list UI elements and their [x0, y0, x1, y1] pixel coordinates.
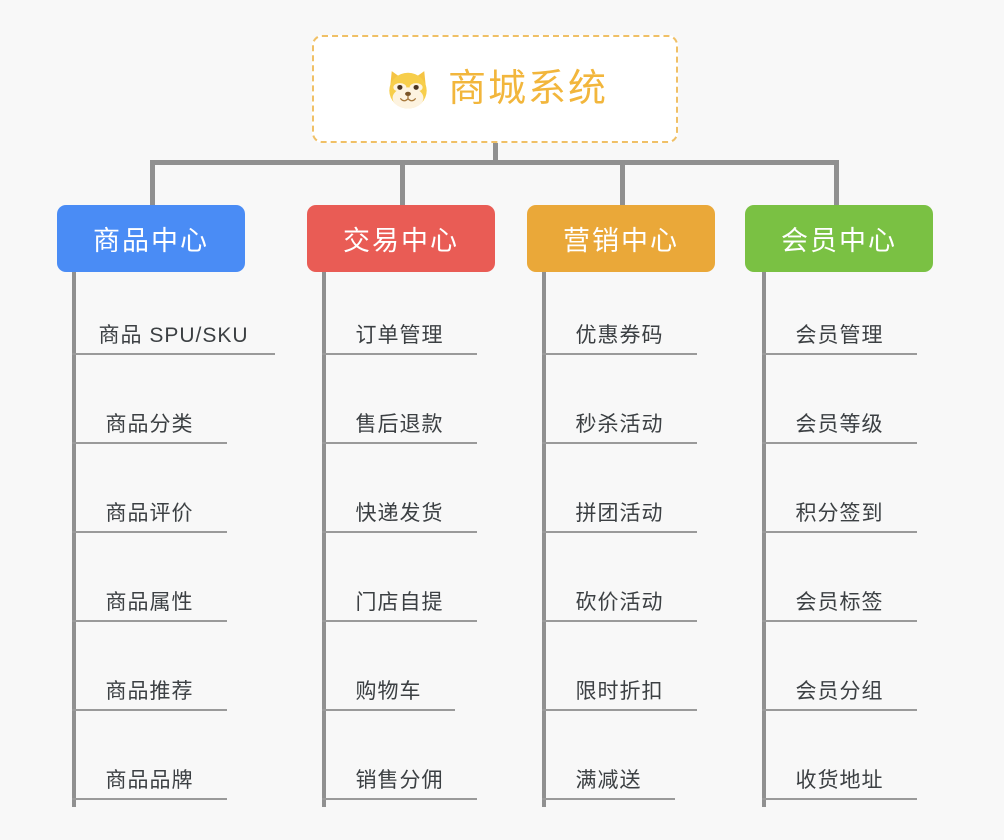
leaf-item-1-5[interactable]: 销售分佣 — [322, 754, 477, 800]
leaf-item-1-2[interactable]: 快递发货 — [322, 487, 477, 533]
leaf-label-2-1: 秒杀活动 — [575, 412, 664, 436]
leaf-label-3-3: 会员标签 — [795, 590, 884, 614]
leaf-label-2-3: 砍价活动 — [575, 590, 664, 614]
connector-horizontal-bar — [150, 160, 839, 165]
category-label-2: 营销中心 — [563, 226, 679, 256]
column-spine-3 — [762, 272, 766, 807]
leaf-item-1-3[interactable]: 门店自提 — [322, 576, 477, 622]
leaf-item-2-5[interactable]: 满减送 — [542, 754, 675, 800]
category-box-2[interactable]: 营销中心 — [527, 205, 715, 272]
leaf-label-0-0: 商品 SPU/SKU — [98, 323, 249, 347]
root-node-shop-system[interactable]: 商城系统 — [312, 35, 678, 143]
connector-drop-3 — [620, 160, 625, 206]
leaf-item-1-1[interactable]: 售后退款 — [322, 398, 477, 444]
leaf-label-0-4: 商品推荐 — [105, 679, 194, 703]
leaf-item-3-4[interactable]: 会员分组 — [762, 665, 917, 711]
leaf-item-0-5[interactable]: 商品品牌 — [72, 754, 227, 800]
leaf-label-1-1: 售后退款 — [355, 412, 444, 436]
root-title: 商城系统 — [447, 68, 608, 110]
leaf-label-3-2: 积分签到 — [795, 501, 884, 525]
category-box-0[interactable]: 商品中心 — [57, 205, 245, 272]
leaf-label-3-4: 会员分组 — [795, 679, 884, 703]
leaf-item-1-4[interactable]: 购物车 — [322, 665, 455, 711]
column-spine-2 — [542, 272, 546, 807]
category-box-3[interactable]: 会员中心 — [745, 205, 933, 272]
leaf-label-2-5: 满减送 — [575, 768, 642, 792]
leaf-item-0-1[interactable]: 商品分类 — [72, 398, 227, 444]
leaf-item-2-1[interactable]: 秒杀活动 — [542, 398, 697, 444]
leaf-label-0-2: 商品评价 — [105, 501, 194, 525]
leaf-label-1-0: 订单管理 — [355, 323, 444, 347]
leaf-item-3-5[interactable]: 收货地址 — [762, 754, 917, 800]
leaf-item-2-2[interactable]: 拼团活动 — [542, 487, 697, 533]
leaf-item-2-4[interactable]: 限时折扣 — [542, 665, 697, 711]
connector-root-stem — [493, 143, 498, 163]
leaf-item-2-3[interactable]: 砍价活动 — [542, 576, 697, 622]
leaf-item-0-4[interactable]: 商品推荐 — [72, 665, 227, 711]
leaf-label-3-1: 会员等级 — [795, 412, 884, 436]
leaf-item-3-1[interactable]: 会员等级 — [762, 398, 917, 444]
leaf-label-1-5: 销售分佣 — [355, 768, 444, 792]
leaf-item-3-2[interactable]: 积分签到 — [762, 487, 917, 533]
column-spine-0 — [72, 272, 76, 807]
category-box-1[interactable]: 交易中心 — [307, 205, 495, 272]
leaf-item-0-0[interactable]: 商品 SPU/SKU — [72, 309, 275, 355]
category-label-3: 会员中心 — [781, 226, 897, 256]
leaf-item-2-0[interactable]: 优惠券码 — [542, 309, 697, 355]
leaf-item-3-0[interactable]: 会员管理 — [762, 309, 917, 355]
leaf-label-0-1: 商品分类 — [105, 412, 194, 436]
leaf-label-1-4: 购物车 — [355, 679, 422, 703]
connector-drop-1 — [150, 160, 155, 206]
shiba-inu-dog-face-icon — [382, 63, 434, 115]
leaf-label-1-2: 快递发货 — [355, 501, 444, 525]
category-label-1: 交易中心 — [343, 226, 459, 256]
connector-drop-2 — [400, 160, 405, 206]
leaf-item-1-0[interactable]: 订单管理 — [322, 309, 477, 355]
leaf-item-0-2[interactable]: 商品评价 — [72, 487, 227, 533]
leaf-item-0-3[interactable]: 商品属性 — [72, 576, 227, 622]
column-spine-1 — [322, 272, 326, 807]
leaf-label-3-5: 收货地址 — [795, 768, 884, 792]
connector-drop-4 — [834, 160, 839, 206]
leaf-label-2-2: 拼团活动 — [575, 501, 664, 525]
category-label-0: 商品中心 — [93, 226, 209, 256]
leaf-label-2-0: 优惠券码 — [575, 323, 664, 347]
leaf-label-0-5: 商品品牌 — [105, 768, 194, 792]
leaf-label-3-0: 会员管理 — [795, 323, 884, 347]
leaf-label-0-3: 商品属性 — [105, 590, 194, 614]
leaf-label-1-3: 门店自提 — [355, 590, 444, 614]
leaf-item-3-3[interactable]: 会员标签 — [762, 576, 917, 622]
leaf-label-2-4: 限时折扣 — [575, 679, 664, 703]
